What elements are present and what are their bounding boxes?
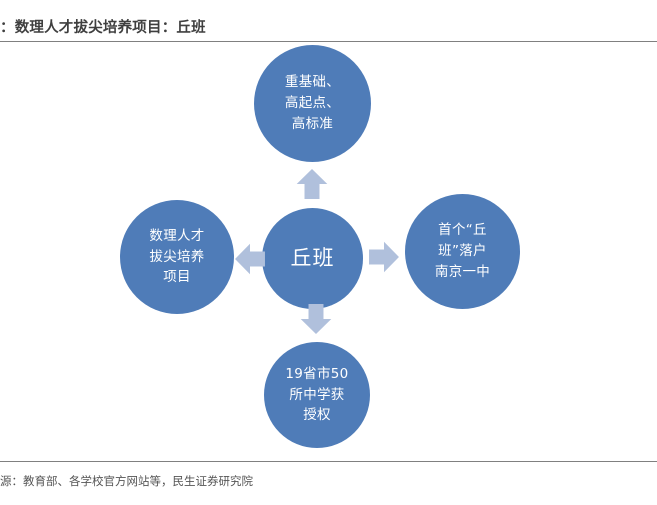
diagram-node-left-label: 数理人才 拔尖培养 项目 xyxy=(149,227,205,286)
diagram-node-top[interactable]: 重基础、 高起点、 高标准 xyxy=(254,45,371,162)
diagram-node-right-label: 首个“丘 班”落户 南京一中 xyxy=(434,222,491,280)
diagram-canvas: 重基础、 高起点、 高标准 数理人才 拔尖培养 项目 丘班 首个“丘 班”落户 … xyxy=(0,42,657,461)
arrow-up-icon xyxy=(295,167,329,201)
diagram-node-left[interactable]: 数理人才 拔尖培养 项目 xyxy=(120,200,234,314)
diagram-node-center[interactable]: 丘班 xyxy=(262,208,363,309)
diagram-node-center-label: 丘班 xyxy=(290,245,335,270)
source-divider xyxy=(0,461,657,462)
arrow-left-icon xyxy=(233,242,267,276)
diagram-node-right[interactable]: 首个“丘 班”落户 南京一中 xyxy=(405,194,520,309)
diagram-node-top-label: 重基础、 高起点、 高标准 xyxy=(284,74,341,132)
arrow-right-icon xyxy=(367,240,401,274)
diagram-node-bottom[interactable]: 19省市50 所中学获 授权 xyxy=(264,342,370,448)
source-note: 源：教育部、各学校官方网站等，民生证券研究院 xyxy=(0,474,253,488)
diagram-node-bottom-label: 19省市50 所中学获 授权 xyxy=(285,365,349,424)
page-title: ：数理人才拔尖培养项目：丘班 xyxy=(0,20,206,36)
arrow-down-icon xyxy=(299,302,333,336)
title-divider xyxy=(0,41,657,42)
